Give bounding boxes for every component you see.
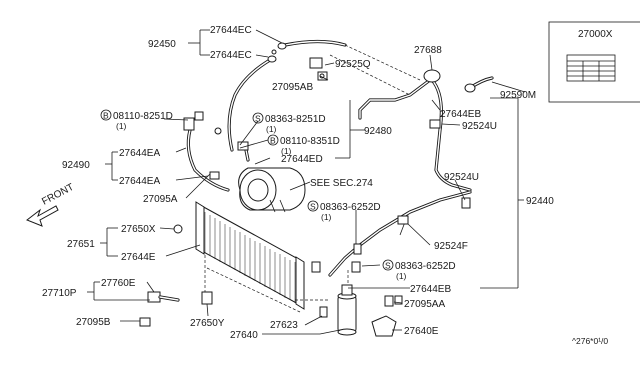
part-label-92440: 92440 xyxy=(526,196,554,207)
label-inset-box: 27000X xyxy=(548,21,640,103)
bolt-fitting xyxy=(353,243,362,255)
o-ring-27688 xyxy=(423,69,441,83)
leader-lines xyxy=(87,29,526,335)
condenser xyxy=(173,201,305,310)
bolt-fitting xyxy=(319,306,328,318)
compressor xyxy=(237,141,306,213)
part-label-see-sec-274: SEE SEC.274 xyxy=(310,178,373,189)
low-pressure-pipe xyxy=(358,69,494,192)
diagram-code: ^276*0¹/0 xyxy=(572,336,608,346)
part-label-27640E: 27640E xyxy=(404,326,439,337)
receiver-drier xyxy=(337,284,357,336)
clamp-bracket xyxy=(309,57,328,81)
screw-marker: S xyxy=(382,259,394,271)
part-label-27095A: 27095A xyxy=(143,194,178,205)
quantity-label: (1) xyxy=(396,271,407,281)
part-label-27760E: 27760E xyxy=(101,278,136,289)
quantity-label: (1) xyxy=(116,121,127,131)
part-label-27644EC: 27644EC xyxy=(210,50,252,61)
part-label-27710P: 27710P xyxy=(42,288,77,299)
part-label-27650X: 27650X xyxy=(121,224,156,235)
svg-text:B: B xyxy=(270,136,276,146)
part-label-27623: 27623 xyxy=(270,320,298,331)
part-label-27644ED: 27644ED xyxy=(281,154,323,165)
front-arrow-icon xyxy=(25,205,59,227)
part-label-27650Y: 27650Y xyxy=(190,318,225,329)
quantity-label: (1) xyxy=(266,124,277,134)
quantity-label: (1) xyxy=(321,212,332,222)
svg-text:B: B xyxy=(103,111,109,121)
svg-text:S: S xyxy=(385,261,391,271)
bolt-fitting xyxy=(351,261,361,273)
quantity-label: (1) xyxy=(281,146,292,156)
inset-part-number: 27000X xyxy=(578,29,613,40)
phantom-lines xyxy=(204,44,421,313)
screw-marker: S xyxy=(252,112,264,124)
part-label-92524U: 92524U xyxy=(444,172,479,183)
part-label-92525Q: 92525Q xyxy=(335,59,371,70)
bolt-marker: B xyxy=(100,109,112,121)
part-label-92524F: 92524F xyxy=(434,241,468,252)
part-label-08363-6252D: 08363-6252D xyxy=(320,202,381,213)
part-label-08363-6252D: 08363-6252D xyxy=(395,261,456,272)
suction-hose xyxy=(183,111,230,192)
front-arrow: FRONT xyxy=(25,182,76,227)
part-label-92450: 92450 xyxy=(148,39,176,50)
part-label-08110-8251D: 08110-8251D xyxy=(113,111,173,122)
part-label-27644EA: 27644EA xyxy=(119,148,160,159)
front-label: FRONT xyxy=(40,182,76,208)
bolt-fitting xyxy=(311,261,321,273)
part-label-27644EB: 27644EB xyxy=(440,109,481,120)
part-label-27640: 27640 xyxy=(230,330,258,341)
part-label-92524U: 92524U xyxy=(462,121,497,132)
svg-text:S: S xyxy=(310,202,316,212)
part-label-92490: 92490 xyxy=(62,160,90,171)
part-label-08363-8251D: 08363-8251D xyxy=(265,114,326,125)
screw-marker: S xyxy=(307,200,319,212)
part-label-27644EA: 27644EA xyxy=(119,176,160,187)
part-label-27644EC: 27644EC xyxy=(210,25,252,36)
drier-bracket xyxy=(371,295,397,337)
receiver-line xyxy=(328,119,472,277)
part-label-27651: 27651 xyxy=(67,239,95,250)
part-label-27095AA: 27095AA xyxy=(404,299,445,310)
part-label-92480: 92480 xyxy=(364,126,392,137)
pressure-switch-bracket xyxy=(139,291,180,327)
bolt-fitting xyxy=(394,295,403,305)
part-label-27688: 27688 xyxy=(414,45,442,56)
part-label-27644EB: 27644EB xyxy=(410,284,451,295)
part-label-08110-8351D: 08110-8351D xyxy=(280,136,340,147)
part-label-92590M: 92590M xyxy=(500,90,536,101)
svg-text:S: S xyxy=(255,114,261,124)
part-label-27644E: 27644E xyxy=(121,252,156,263)
bolt-marker: B xyxy=(267,134,279,146)
part-label-27095B: 27095B xyxy=(76,317,111,328)
caution-label-icon xyxy=(566,54,616,82)
part-label-27095AB: 27095AB xyxy=(272,82,313,93)
